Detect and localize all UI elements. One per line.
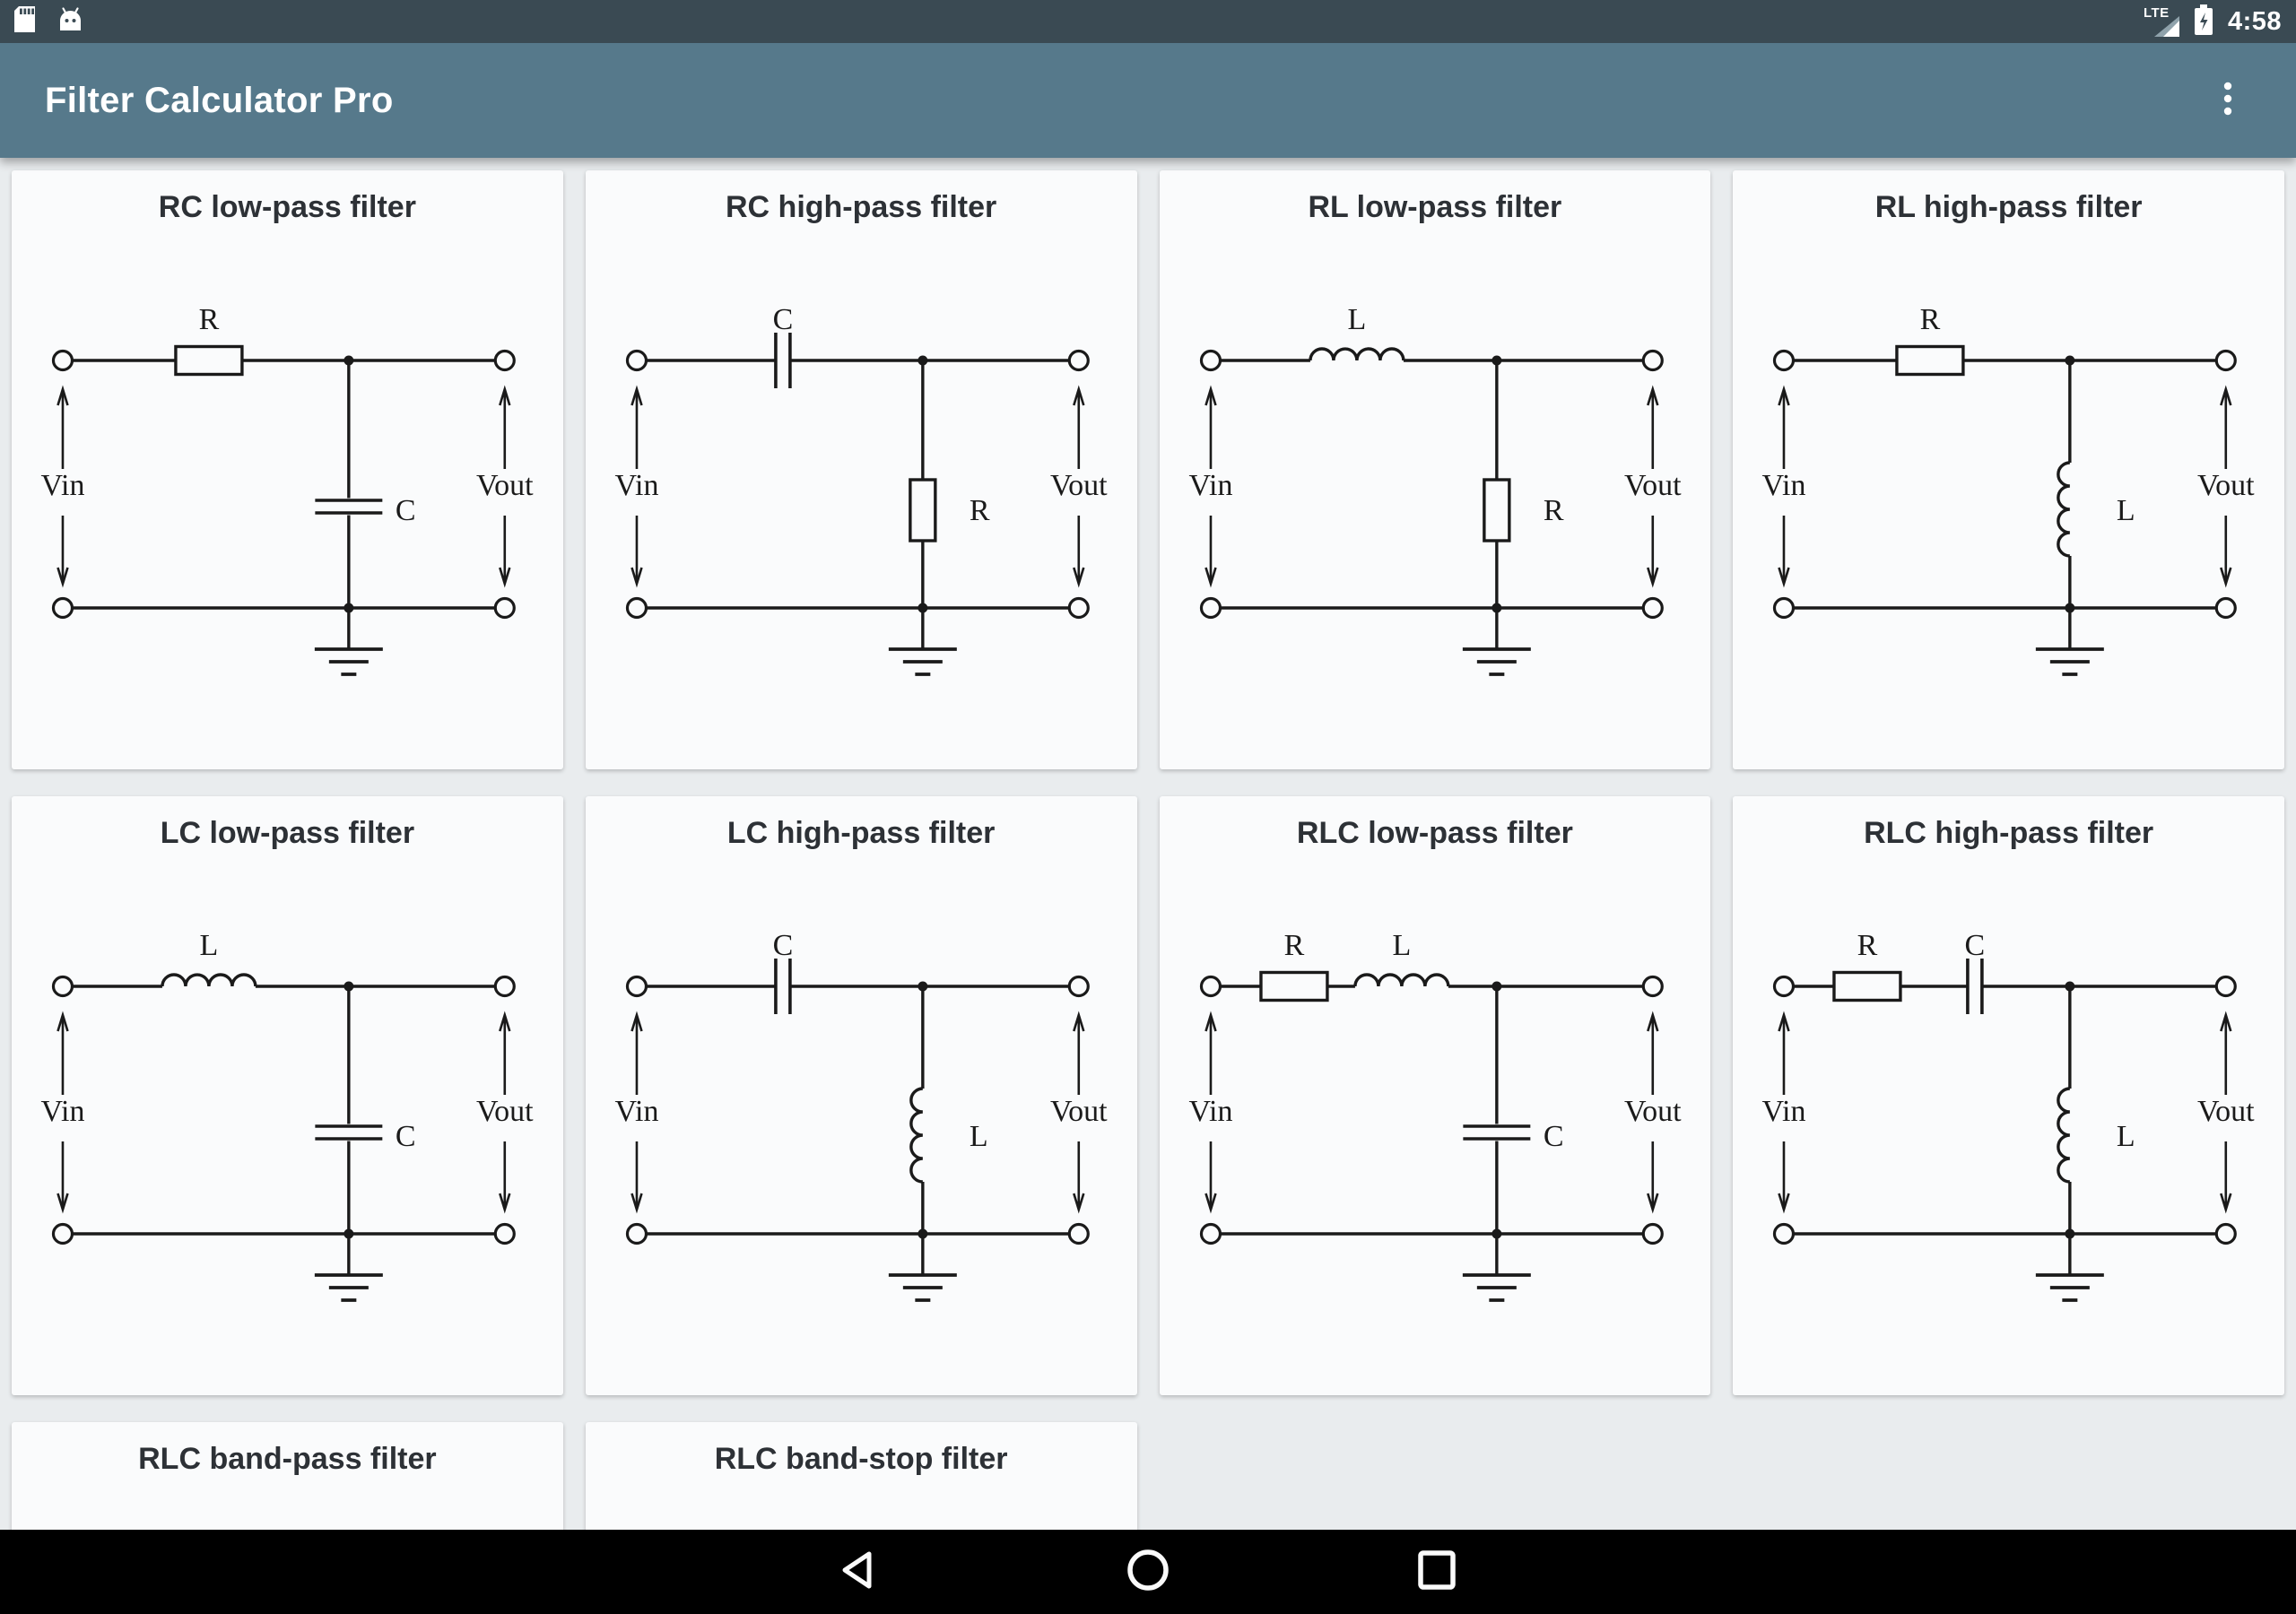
filter-card[interactable]: RLC band-pass filter [12,1422,563,1530]
svg-text:L: L [1392,929,1411,962]
svg-text:R: R [1543,494,1563,527]
circuit-diagram: L R Vin Vout [1188,303,1682,676]
circuit-diagram: R C Vin Vout [41,303,534,676]
svg-text:Vin: Vin [1188,1095,1232,1128]
svg-text:R: R [1920,303,1941,336]
svg-text:Vout: Vout [2197,1095,2255,1128]
svg-text:Vin: Vin [41,1095,85,1128]
svg-text:C: C [1965,929,1986,962]
signal-triangle-icon: LTE [2144,5,2179,38]
card-title: RL high-pass filter [1874,190,2143,224]
svg-text:Vin: Vin [1762,1095,1806,1128]
svg-text:L: L [200,929,219,962]
svg-text:C: C [772,929,793,962]
card-title: LC low-pass filter [160,816,415,850]
svg-text:Vin: Vin [614,469,658,502]
svg-text:C: C [1543,1120,1563,1153]
svg-text:Vin: Vin [1188,469,1232,502]
recents-button[interactable] [1416,1549,1457,1595]
svg-text:Vout: Vout [1623,1095,1681,1128]
svg-text:Vout: Vout [476,1095,534,1128]
recents-square-icon [1416,1549,1457,1595]
filter-card[interactable]: RLC band-stop filter [585,1422,1137,1530]
card-title: RLC high-pass filter [1864,816,2154,850]
svg-text:R: R [970,494,990,527]
card-title: RLC low-pass filter [1296,816,1573,850]
home-circle-icon [1127,1549,1169,1595]
page-title: Filter Calculator Pro [45,80,394,120]
back-button[interactable] [839,1551,880,1592]
card-title: RC high-pass filter [726,190,997,224]
vertical-dots-icon [2223,82,2232,120]
svg-text:Vout: Vout [1050,469,1108,502]
svg-text:R: R [199,303,220,336]
battery-charging-icon [2193,4,2214,39]
circuit-diagram: C R Vin Vout [614,303,1108,676]
back-triangle-icon [839,1549,880,1595]
svg-text:Vin: Vin [1762,469,1806,502]
circuit-diagram: L C Vin Vout [41,929,534,1302]
svg-text:R: R [1283,929,1304,962]
card-title: RLC band-pass filter [138,1442,437,1476]
svg-text:Vout: Vout [476,469,534,502]
overflow-menu-button[interactable] [2205,72,2251,129]
svg-text:Vout: Vout [1623,469,1681,502]
svg-text:C: C [772,303,793,336]
svg-text:Vout: Vout [2197,469,2255,502]
app-bar: Filter Calculator Pro [0,43,2296,158]
svg-text:R: R [1857,929,1878,962]
card-title: RL low-pass filter [1308,190,1562,224]
status-clock: 4:58 [2227,6,2282,36]
svg-text:L: L [1347,303,1366,336]
card-title: RC low-pass filter [158,190,416,224]
navigation-bar [0,1530,2296,1614]
circuit-diagram: C L Vin Vout [614,929,1108,1302]
circuit-diagram: R L Vin Vout [1762,303,2255,676]
sd-card-icon [14,6,35,37]
svg-text:L: L [970,1120,988,1153]
circuit-diagram: R C L Vin Vout [1762,929,2255,1302]
home-button[interactable] [1127,1549,1169,1595]
svg-text:C: C [396,494,416,527]
android-debug-icon [58,7,83,36]
circuit-diagram: R L C Vin Vout [1188,929,1682,1302]
svg-text:C: C [396,1120,416,1153]
status-bar: LTE 4:58 [0,0,2296,43]
network-type-label: LTE [2143,5,2170,21]
card-title: RLC band-stop filter [714,1442,1008,1476]
svg-text:Vout: Vout [1050,1095,1108,1128]
svg-text:L: L [2117,494,2135,527]
svg-text:Vin: Vin [41,469,85,502]
svg-text:L: L [2117,1120,2135,1153]
card-title: LC high-pass filter [726,816,996,850]
svg-text:Vin: Vin [614,1095,658,1128]
